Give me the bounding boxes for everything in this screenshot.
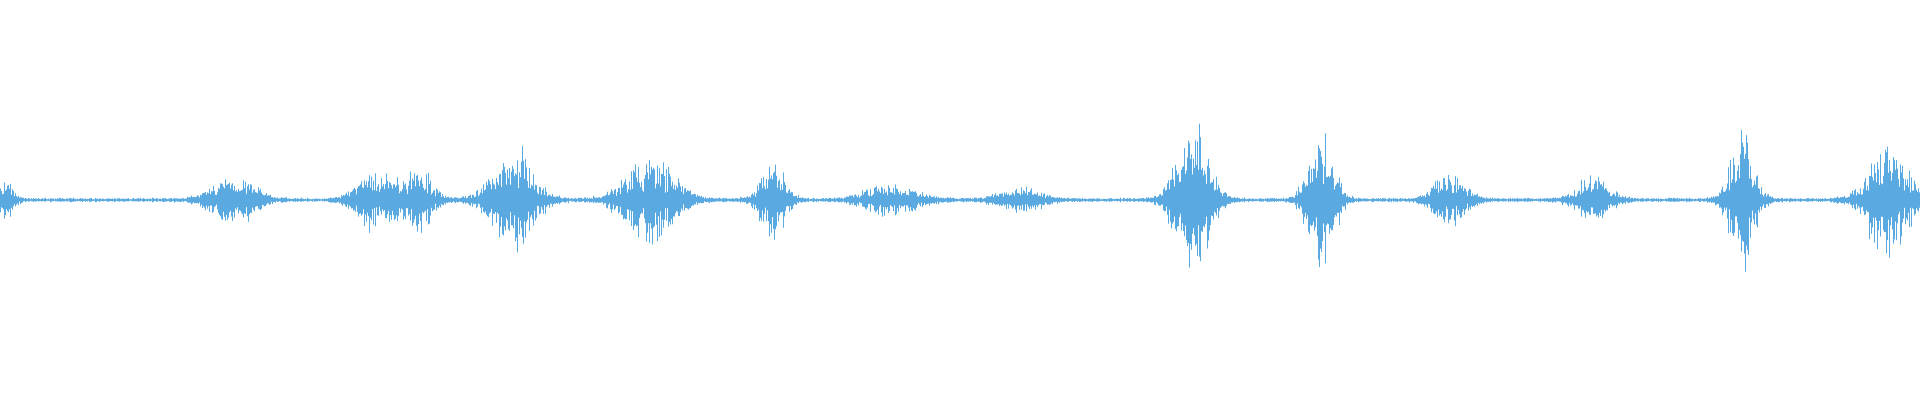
waveform-samples	[0, 123, 1920, 272]
waveform-trace	[0, 123, 1920, 272]
